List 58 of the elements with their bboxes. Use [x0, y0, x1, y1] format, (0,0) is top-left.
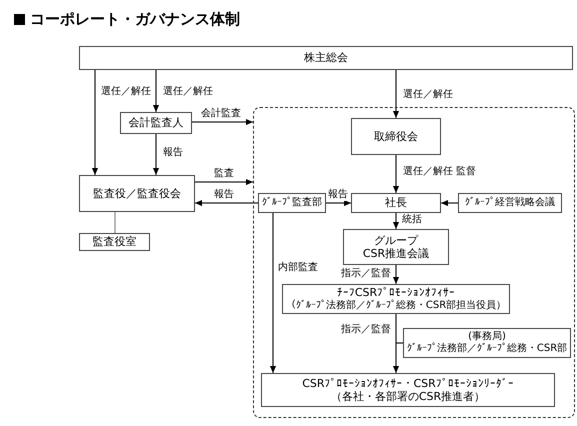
- arrow: [194, 178, 254, 186]
- edge-label: 指示／監督: [341, 268, 391, 280]
- edge-label: 報告: [214, 189, 234, 201]
- unit-name: 取締役会: [373, 130, 419, 144]
- connector-line: [114, 212, 116, 234]
- unit-note: （ｸﾞﾙｰﾌﾟ法務部／ｸﾞﾙｰﾌﾟ総務・CSR部担当役員）: [284, 300, 508, 312]
- edge-label: 会計監査: [201, 108, 241, 120]
- org-unit-box: [79, 175, 195, 212]
- org-unit-box: [261, 373, 555, 407]
- page-title: コーポレート・ガバナンス体制: [30, 9, 240, 29]
- unit-note: ｸﾞﾙｰﾌﾟ法務部／ｸﾞﾙｰﾌﾟ総務・CSR部: [406, 343, 568, 355]
- org-unit-box: [79, 46, 573, 70]
- edge-label: 報告: [328, 189, 348, 201]
- org-unit-box: [351, 118, 441, 155]
- arrow: [194, 200, 258, 206]
- edge-label: 選任／解任: [403, 89, 453, 101]
- unit-name: (事務局): [467, 331, 507, 342]
- org-unit-box: [458, 193, 562, 213]
- unit-note: （各社・各部署のCSR推進者）: [330, 390, 486, 404]
- unit-name: 監査役室: [92, 235, 138, 249]
- arrow: [392, 154, 400, 194]
- unit-name: グループ CSR推進会議: [362, 234, 430, 260]
- org-unit-box: [282, 284, 510, 314]
- arrow: [326, 200, 352, 206]
- arrow: [152, 134, 160, 176]
- org-unit-box: [351, 193, 441, 213]
- edge-label: 選任／解任: [163, 86, 213, 98]
- unit-name: ｸﾞﾙｰﾌﾟ監査部: [261, 197, 323, 209]
- edge-label: 内部監査: [278, 262, 318, 274]
- org-unit-box: [343, 229, 449, 265]
- unit-name: ﾁｰﾌCSRﾌﾟﾛﾓｰｼｮﾝｵﾌｨｻｰ: [336, 286, 456, 300]
- arrow: [440, 200, 458, 206]
- org-unit-box: [79, 233, 150, 251]
- arrow: [270, 212, 276, 374]
- arrow: [392, 314, 400, 374]
- edge-label: 監査: [214, 168, 234, 180]
- edge-label: 選任／解任: [101, 86, 151, 98]
- edge-label: 報告: [163, 147, 183, 159]
- unit-name: 会計監査人: [128, 116, 184, 130]
- edge-label: 指示／監督: [341, 324, 391, 336]
- arrow: [392, 212, 400, 230]
- unit-name: 社長: [384, 196, 408, 210]
- edge-label: 選任／解任 監督: [403, 166, 476, 178]
- group-frame: [253, 107, 575, 418]
- arrow: [92, 70, 98, 176]
- arrow: [392, 264, 400, 284]
- org-unit-box: [403, 328, 571, 358]
- org-unit-box: [120, 112, 192, 134]
- org-unit-box: [258, 193, 326, 213]
- arrow: [152, 70, 160, 112]
- unit-name: 株主総会: [303, 51, 349, 65]
- connector-line: [396, 342, 404, 344]
- arrow: [392, 70, 400, 118]
- unit-name: 監査役／監査役会: [92, 186, 182, 200]
- unit-name: ｸﾞﾙｰﾌﾟ経営戦略会議: [464, 197, 556, 209]
- arrow: [192, 118, 254, 126]
- unit-name: CSRﾌﾟﾛﾓｰｼｮﾝｵﾌｨｻｰ・CSRﾌﾟﾛﾓｰｼｮﾝﾘｰﾀﾞｰ: [301, 376, 515, 390]
- edge-label: 統括: [402, 214, 422, 226]
